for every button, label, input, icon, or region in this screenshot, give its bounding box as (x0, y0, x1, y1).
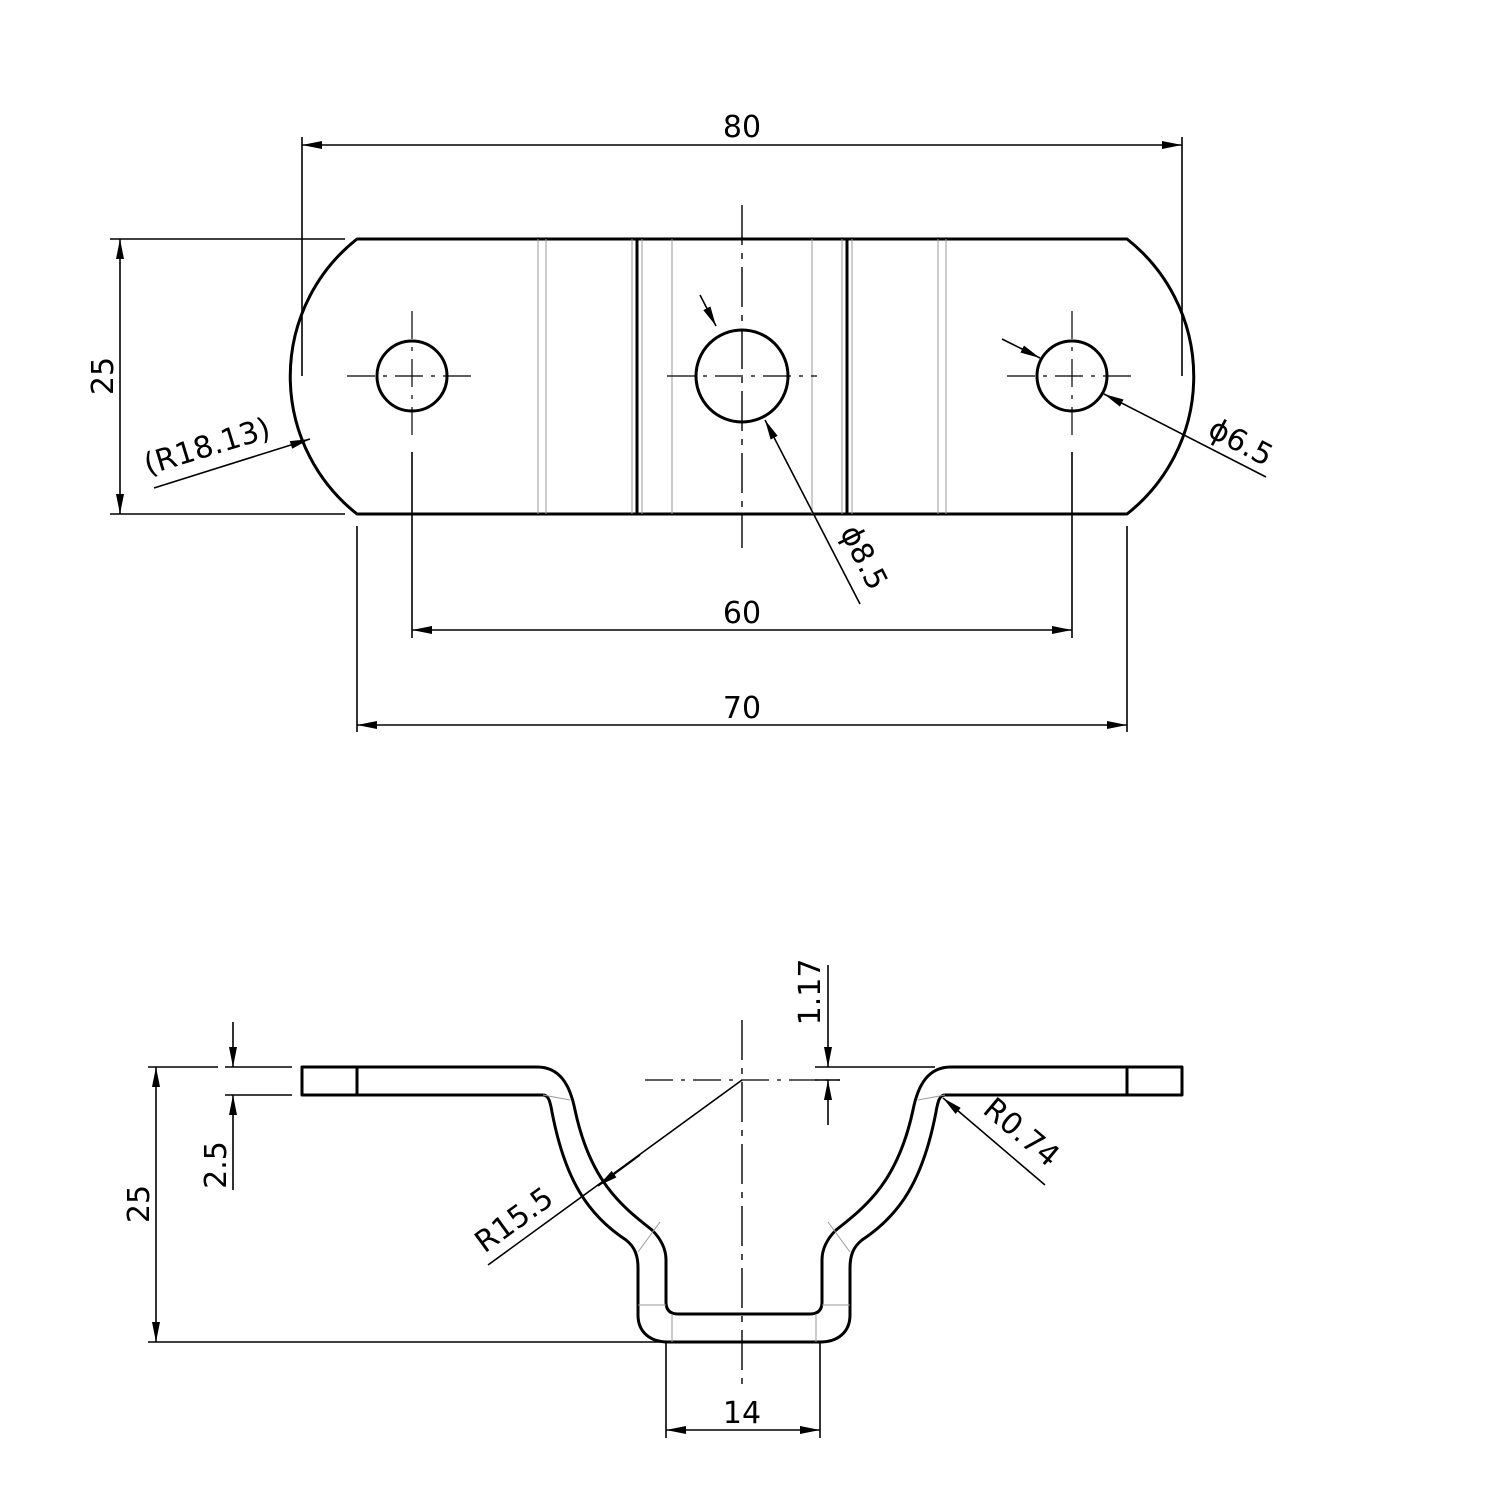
extension-lines-side (148, 1066, 935, 1438)
leader-r074 (942, 1097, 1046, 1186)
side-view: 1.17 2.5 25 R15.5 R0.74 14 (122, 959, 1184, 1438)
bracket-profile (300, 1065, 1184, 1344)
leader-phi65 (1001, 338, 1041, 359)
dim-r155-label: R15.5 (469, 1180, 560, 1260)
extension-lines-top (110, 137, 1183, 732)
dim-117-label: 1.17 (793, 959, 828, 1026)
leader-phi65-long (1103, 393, 1267, 478)
top-view: 80 25 (R18.13) ϕ8.5 ϕ6.5 60 70 (86, 110, 1278, 732)
dim-25-side-label: 25 (122, 1185, 157, 1223)
dim-25t-label: 2.5 (199, 1141, 234, 1189)
dim-60-label: 60 (723, 596, 761, 631)
dim-r074-label: R0.74 (976, 1091, 1066, 1174)
leader-r18 (153, 438, 311, 489)
side-tangent-lines (542, 1094, 946, 1342)
leader-r155-arrow (597, 1154, 641, 1187)
dim-70-label: 70 (723, 691, 761, 726)
leader-phi85 (699, 294, 717, 327)
dim-phi85-label: ϕ8.5 (833, 520, 895, 596)
dim-25-top-label: 25 (86, 357, 121, 395)
dim-14-label: 14 (723, 1396, 761, 1431)
leader-phi85-long (764, 419, 861, 605)
dim-80-label: 80 (723, 110, 761, 145)
center-lines-top (347, 205, 1137, 548)
